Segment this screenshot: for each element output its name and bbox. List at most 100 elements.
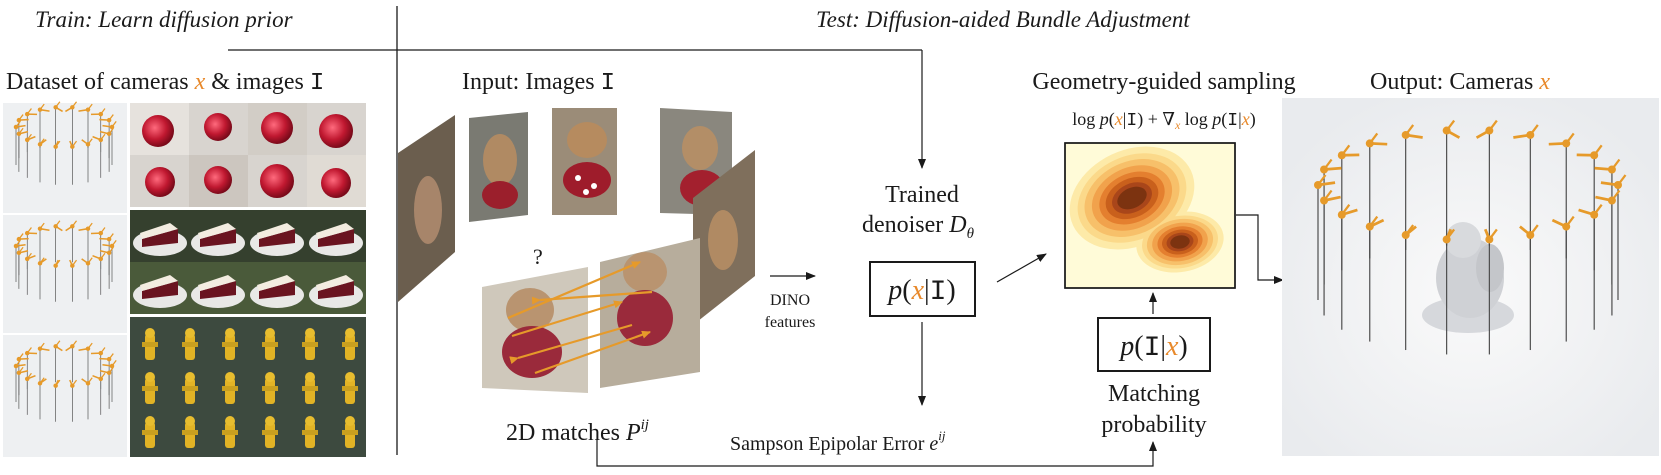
- hydrant-nozzle: [182, 342, 198, 347]
- camera-center: [1614, 181, 1622, 189]
- camera-center: [16, 250, 22, 256]
- density-contour: [1170, 235, 1190, 249]
- match-arrow: [511, 300, 623, 338]
- hydrant-cap: [185, 416, 195, 426]
- cake-frosting: [257, 275, 295, 291]
- density-heatmap-icon: [1064, 142, 1236, 289]
- cake-slice: [259, 229, 295, 247]
- sampling-to-output-arrow: [1236, 214, 1284, 284]
- camera-center: [1442, 126, 1451, 135]
- camera-center: [13, 363, 19, 369]
- dino-label-line1: DINO: [770, 292, 810, 309]
- hydrant-cap: [225, 328, 235, 338]
- hydrant-nozzle: [302, 430, 318, 435]
- hydrant-cap: [305, 416, 315, 426]
- camera-ring-icon: [13, 101, 117, 185]
- camera-center: [70, 105, 75, 110]
- camera-center: [106, 370, 112, 376]
- cake-slice: [142, 229, 178, 247]
- camera-ring-icon: [1314, 119, 1627, 355]
- camera-center: [1590, 151, 1599, 160]
- hydrant-cap: [185, 372, 195, 382]
- camera-center: [1607, 196, 1616, 205]
- hydrant-cap: [265, 328, 275, 338]
- camera-center: [1562, 222, 1571, 231]
- camera-center: [16, 131, 22, 137]
- camera-center: [1442, 235, 1451, 244]
- cake-icon: [130, 210, 366, 314]
- hydrant-nozzle: [142, 430, 158, 435]
- camera-center: [85, 107, 91, 112]
- camera-center: [13, 243, 19, 249]
- matches-to-likelihood-path: [596, 440, 1157, 467]
- camera-center: [70, 144, 75, 149]
- hydrant-cap: [345, 416, 355, 426]
- cake-frosting: [198, 223, 236, 239]
- camera-center: [1607, 165, 1616, 174]
- camera-center: [106, 131, 112, 137]
- matching-label-line1: Matching: [1108, 381, 1200, 407]
- camera-center: [85, 226, 91, 231]
- camera-center: [1562, 139, 1571, 148]
- cake-slice: [259, 281, 295, 299]
- dataset-image-grid: [130, 103, 366, 457]
- cake-slice: [200, 229, 236, 247]
- hydrant-nozzle: [182, 430, 198, 435]
- hydrant-nozzle: [342, 430, 358, 435]
- camera-center: [24, 230, 30, 236]
- cake-slice: [318, 229, 354, 247]
- hydrant-nozzle: [302, 386, 318, 391]
- hydrant-nozzle: [262, 430, 278, 435]
- denoiser-label-line2: denoiser Dθ: [862, 212, 975, 242]
- cake-frosting: [316, 275, 354, 291]
- cake-frosting: [257, 223, 295, 239]
- camera-center: [106, 250, 112, 256]
- cake-frosting: [198, 275, 236, 291]
- camera-center: [24, 376, 30, 382]
- hydrant-nozzle: [182, 386, 198, 391]
- camera-center: [1401, 231, 1410, 240]
- match-arrows: [507, 260, 653, 375]
- likelihood-box: [1097, 317, 1211, 372]
- hydrant-cap: [225, 372, 235, 382]
- camera-center: [24, 111, 30, 117]
- camera-center: [53, 224, 58, 229]
- match-arrow: [534, 330, 651, 375]
- camera-center: [70, 263, 75, 268]
- hydrant-nozzle: [342, 386, 358, 391]
- statue-icon: [1422, 222, 1514, 333]
- hydrant-nozzle: [222, 430, 238, 435]
- sampson-label: Sampson Epipolar Error eij: [730, 428, 946, 455]
- match-arrow: [509, 323, 633, 365]
- cake-frosting: [316, 223, 354, 239]
- prior-formula: p(x|I): [886, 275, 956, 308]
- hydrant-cap: [225, 416, 235, 426]
- train-title: Train: Learn diffusion prior: [35, 7, 294, 32]
- hydrant-cap: [145, 372, 155, 382]
- camera-center: [37, 107, 43, 112]
- camera-center: [53, 144, 58, 149]
- prior-box: [869, 261, 976, 317]
- camera-center: [53, 383, 58, 388]
- camera-center: [37, 261, 43, 266]
- camera-center: [1526, 231, 1535, 240]
- camera-center: [106, 356, 112, 362]
- camera-center: [1337, 210, 1346, 219]
- camera-center: [24, 137, 30, 143]
- cake-frosting: [140, 223, 178, 239]
- hydrant-nozzle: [262, 342, 278, 347]
- matching-label-line2: probability: [1101, 412, 1206, 438]
- camera-center: [85, 381, 91, 386]
- camera-center: [53, 344, 58, 349]
- camera-center: [1590, 210, 1599, 219]
- camera-center: [1320, 196, 1329, 205]
- camera-center: [1337, 151, 1346, 160]
- guided-sampling-label: Geometry-guided sampling: [1032, 69, 1295, 95]
- hydrant-cap: [185, 328, 195, 338]
- camera-center: [24, 350, 30, 356]
- hydrant-nozzle: [302, 342, 318, 347]
- denoiser-to-sampling-arrow: [996, 253, 1047, 283]
- input-image-stack: [398, 108, 755, 325]
- hydrant-icon: [130, 317, 366, 457]
- hydrant-cap: [345, 372, 355, 382]
